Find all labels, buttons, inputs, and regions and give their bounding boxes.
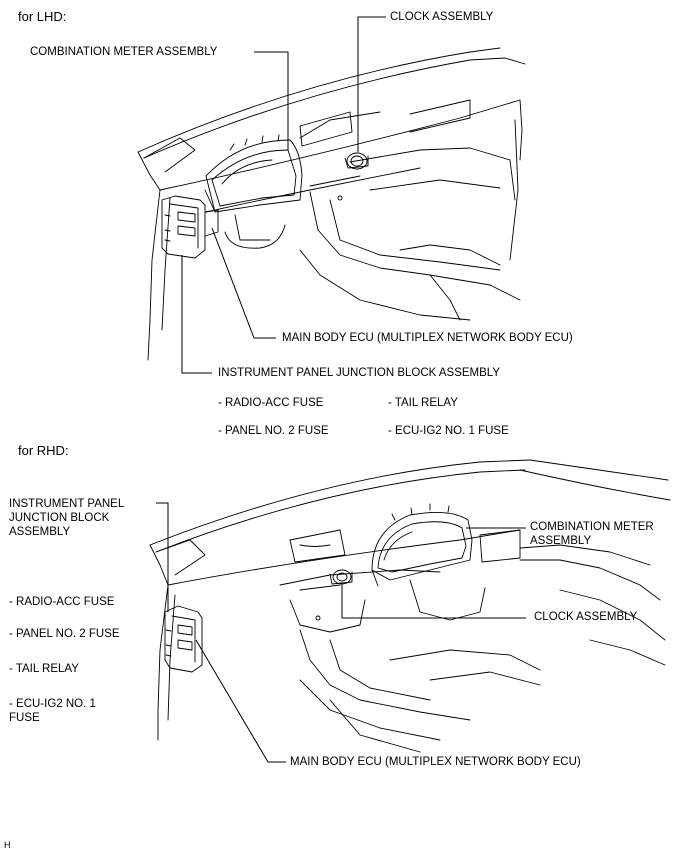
rhd-clock-leader: [341, 584, 526, 619]
rhd-fuse-radio-acc: - RADIO-ACC FUSE: [9, 596, 115, 608]
lhd-fuse-radio-acc: - RADIO-ACC FUSE: [218, 397, 324, 409]
lhd-tail-relay: - TAIL RELAY: [388, 397, 458, 409]
rhd-jb-label: INSTRUMENT PANEL JUNCTION BLOCK ASSEMBLY: [9, 498, 125, 538]
rhd-dashboard-illustration: [149, 459, 671, 753]
lhd-heading: for LHD:: [18, 9, 67, 24]
rhd-heading: for RHD:: [18, 443, 69, 458]
rhd-clock: [329, 569, 353, 585]
rhd-meter-label: COMBINATION METER ASSEMBLY: [530, 521, 654, 547]
lhd-fuse-ecu-ig2: - ECU-IG2 NO. 1 FUSE: [388, 425, 509, 437]
lhd-clock-leader: [357, 16, 386, 152]
rhd-clock-label: CLOCK ASSEMBLY: [534, 611, 638, 623]
figure-code: H: [4, 840, 11, 850]
lhd-ecu-label: MAIN BODY ECU (MULTIPLEX NETWORK BODY EC…: [282, 332, 573, 344]
lhd-combination-meter: [204, 134, 303, 213]
rhd-ecu-leader: [195, 639, 286, 763]
lhd-meter-label: COMBINATION METER ASSEMBLY: [30, 46, 218, 58]
lhd-fuse-panel-no2: - PANEL NO. 2 FUSE: [218, 425, 329, 437]
rhd-jb-leader: [156, 502, 169, 612]
rhd-leader-lines: [156, 502, 526, 763]
lhd-meter-leader: [254, 51, 289, 150]
lhd-clock: [344, 152, 369, 170]
lhd-clock-label: CLOCK ASSEMBLY: [390, 11, 494, 23]
lhd-ecu-leader: [211, 227, 276, 339]
lhd-jb-label: INSTRUMENT PANEL JUNCTION BLOCK ASSEMBLY: [218, 367, 501, 379]
rhd-fuse-panel-no2: - PANEL NO. 2 FUSE: [9, 628, 120, 640]
rhd-combination-meter: [371, 503, 473, 587]
rhd-junction-block: [164, 605, 203, 673]
lhd-junction-block: [161, 195, 219, 259]
lhd-leader-lines: [181, 16, 386, 374]
lhd-jb-leader: [181, 255, 212, 374]
lhd-dashboard-illustration: [137, 47, 526, 361]
rhd-fuse-ecu-ig2: - ECU-IG2 NO. 1 FUSE: [9, 698, 96, 724]
rhd-ecu-label: MAIN BODY ECU (MULTIPLEX NETWORK BODY EC…: [290, 756, 581, 768]
rhd-tail-relay: - TAIL RELAY: [9, 663, 79, 675]
